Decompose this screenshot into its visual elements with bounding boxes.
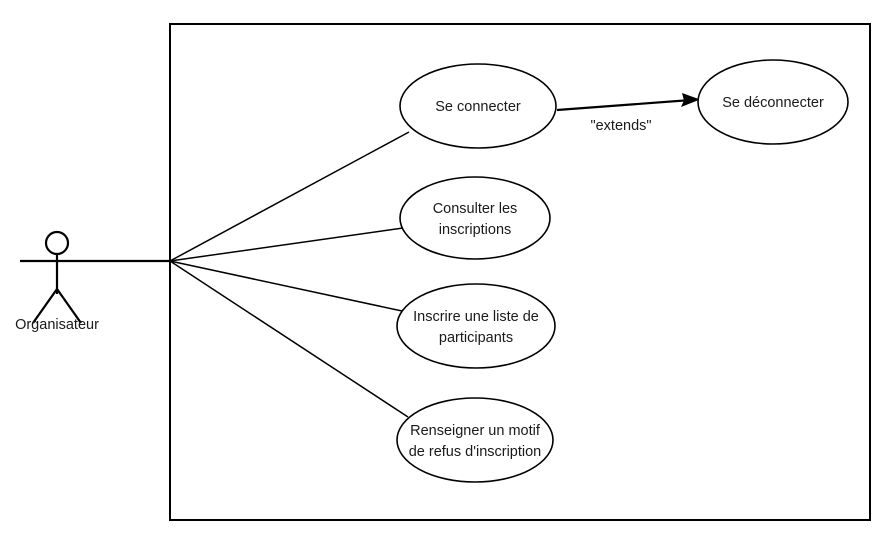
use-case-se-connecter[interactable]: Se connecter [399,63,557,149]
use-case-label-line-2: inscriptions [439,222,512,238]
use-case-ellipse [396,397,554,483]
extends-arrowhead-icon [681,93,700,107]
use-case-ellipse [399,63,557,149]
association-line-consulter-les-inscriptions[interactable] [169,227,404,262]
extends-label: "extends" [590,118,651,134]
use-case-se-deconnecter[interactable]: Se déconnecter [697,59,849,145]
use-case-ellipse [396,283,556,369]
association-line-renseigner-un-motif[interactable] [169,260,409,418]
association-line-inscrire-une-liste-de-participants[interactable] [169,260,403,312]
use-case-label-line-2: participants [439,330,513,346]
actor-label: Organisateur [15,317,99,333]
extends-line[interactable] [556,98,692,112]
use-case-label-line-1: Renseigner un motif [410,423,541,439]
use-case-label-line-1: Consulter les [433,201,518,217]
actor-organisateur[interactable]: Organisateur [15,230,170,333]
use-case-consulter-les-inscriptions[interactable]: Consulter les inscriptions [399,176,551,260]
association-line-se-connecter[interactable] [169,131,410,262]
use-case-renseigner-un-motif-de-refus-d-inscription[interactable]: Renseigner un motif de refus d'inscripti… [396,397,554,483]
use-case-label-line-2: de refus d'inscription [409,444,542,460]
use-case-ellipse [697,59,849,145]
use-case-ellipse [399,176,551,260]
association-lines-group [169,131,410,418]
use-case-inscrire-une-liste-de-participants[interactable]: Inscrire une liste de participants [396,283,556,369]
use-case-label-line-1: Se déconnecter [722,95,824,111]
use-case-label-line-1: Inscrire une liste de [413,309,539,325]
use-case-label-line-1: Se connecter [435,99,521,115]
extends-relation[interactable]: "extends" [556,93,700,134]
actor-head-icon [44,230,70,256]
actor-right-leg-line [56,288,82,324]
actor-left-leg-line [32,288,58,324]
